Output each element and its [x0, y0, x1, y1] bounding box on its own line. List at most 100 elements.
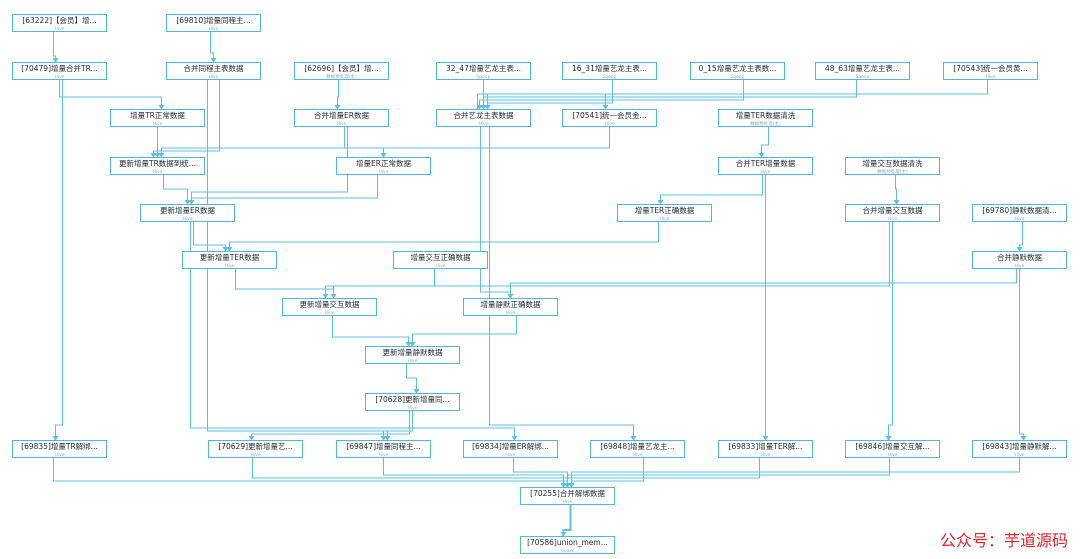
task-node[interactable]: [63222]【会员】增... Hive [12, 14, 107, 32]
task-node[interactable]: 更新增量TR数据到统...Hive [110, 157, 205, 175]
task-node[interactable]: [70628]更新增量同... Hive [365, 393, 460, 411]
edge-n17-n20 [191, 175, 378, 204]
task-node[interactable]: [62696]【会员】增...数据预处理(主) [294, 62, 389, 80]
task-node-type: Hive [505, 311, 516, 316]
edge-n39-n40 [562, 505, 572, 536]
task-node[interactable]: 16_31增量艺龙主表...Sqoop [562, 62, 657, 80]
task-node-type: Hive [887, 217, 898, 222]
edge-n9-n13 [483, 80, 857, 109]
edge-n21-n24 [229, 222, 659, 251]
task-node-label: [69834]增量ER解绑... [472, 442, 549, 451]
task-node-label: 增量ER正常数据 [356, 159, 411, 168]
edge-n15-n18 [761, 127, 769, 157]
task-node-type: Hive [324, 311, 335, 316]
task-node[interactable]: 32_47增量艺龙主表...Sqoop [436, 62, 531, 80]
task-node-type: Hive [407, 406, 418, 411]
task-node-label: 0_15增量艺龙主表数... [698, 64, 777, 73]
edge-n36-n39 [563, 458, 760, 487]
task-node-label: 更新增量TER数据 [199, 253, 260, 262]
task-node-type: Hive [505, 453, 516, 458]
task-node-type: Sqoop [730, 75, 745, 80]
task-node-type: Hive [378, 170, 389, 175]
edge-n28-n29 [412, 316, 517, 346]
task-node-type: Hive [54, 27, 65, 32]
edge-n12-n17 [344, 127, 384, 157]
task-node-label: 合并TER增量数据 [735, 159, 796, 168]
task-node-type: Hive [378, 453, 389, 458]
edge-n11-n16 [153, 127, 158, 157]
task-node-type: Hive [632, 453, 643, 458]
task-node-type: Sqoop [602, 75, 617, 80]
task-node[interactable]: [70479]增量合并TR...Hive [12, 62, 107, 80]
task-node[interactable]: [69834]增量ER解绑... Hive [463, 440, 558, 458]
task-node-label: 48_63增量艺龙主表... [825, 64, 900, 73]
task-node[interactable]: 更新增量交互数据 Hive [282, 298, 377, 316]
task-node[interactable]: 增量ER正常数据 Hive [336, 157, 431, 175]
task-node-label: [63222]【会员】增... [22, 16, 97, 25]
edge-n19-n22 [895, 175, 897, 204]
edge-n30-n33 [383, 411, 413, 440]
task-node-type: Hive [1014, 217, 1025, 222]
edge-n14-n16 [161, 127, 610, 157]
task-node-label: 增量TR正常数据 [130, 111, 185, 120]
task-node[interactable]: [70586]union_mem...Spark [520, 536, 615, 554]
edge-n16-n20 [163, 175, 188, 204]
task-node-type: Hive [208, 75, 219, 80]
task-node-label: 合并增量ER数据 [314, 111, 369, 120]
task-node[interactable]: [69848]增量艺龙主...Hive [590, 440, 685, 458]
task-node[interactable]: [70543]统一会员黄...Hive [943, 62, 1038, 80]
task-node[interactable]: 增量TER数据清洗数据预处理(主) [718, 109, 813, 127]
edge-n18-n21 [660, 175, 763, 204]
task-node[interactable]: 48_63增量艺龙主表...Sqoop [815, 62, 910, 80]
task-node-type: Hive [208, 27, 219, 32]
task-node-type: Hive [407, 359, 418, 364]
task-node-type: Hive [659, 217, 670, 222]
task-node-type: Hive [1014, 453, 1025, 458]
task-node[interactable]: [69780]静默数据清...Hive [972, 204, 1067, 222]
task-node[interactable]: [70629]更新增量艺...Hive [208, 440, 303, 458]
task-node[interactable]: [70541]统一会员金...Hive [562, 109, 657, 127]
task-node[interactable]: [69833]增量TER解...Hive [718, 440, 813, 458]
edge-n26-n28 [510, 269, 1017, 298]
task-node[interactable]: 增量交互数据清洗数据预处理(主) [845, 157, 940, 175]
task-node[interactable]: [69843]增量静默解...Hive [972, 440, 1067, 458]
task-node[interactable]: [69847]增量同程主...Hive [336, 440, 431, 458]
task-node-label: 更新增量交互数据 [299, 300, 360, 309]
task-node[interactable]: [69835]增量TR解绑...Hive [12, 440, 107, 458]
task-node-label: [69835]增量TR解绑... [21, 442, 98, 451]
task-node-type: 数据预处理(主) [750, 122, 781, 127]
task-node-type: Spark [561, 549, 574, 554]
task-node[interactable]: 增量TR正常数据 Hive [110, 109, 205, 127]
task-node-type: Hive [152, 170, 163, 175]
task-node-label: [70628]更新增量同... [375, 395, 450, 404]
task-node-label: [70629]更新增量艺... [218, 442, 293, 451]
task-node-label: [69810]增量同程主... [176, 16, 251, 25]
edge-n3-n11 [59, 80, 162, 109]
task-node[interactable]: [69846]增量交互解...Hive [845, 440, 940, 458]
task-node-type: Hive [152, 122, 163, 127]
edge-n13-n28 [480, 127, 511, 298]
task-node-type: Hive [478, 122, 489, 127]
task-node[interactable]: [69810]增量同程主... Hive [166, 14, 261, 32]
edge-n12-n20 [191, 127, 348, 204]
task-node-type: 数据预处理(主) [877, 170, 908, 175]
edge-n20-n24 [193, 222, 226, 251]
edge-n22-n37 [888, 222, 893, 440]
edge-n24-n27 [235, 269, 334, 298]
task-node[interactable]: 0_15增量艺龙主表数... Sqoop [690, 62, 785, 80]
edge-n10-n13 [487, 80, 988, 109]
edge-n3-n31 [55, 80, 63, 440]
